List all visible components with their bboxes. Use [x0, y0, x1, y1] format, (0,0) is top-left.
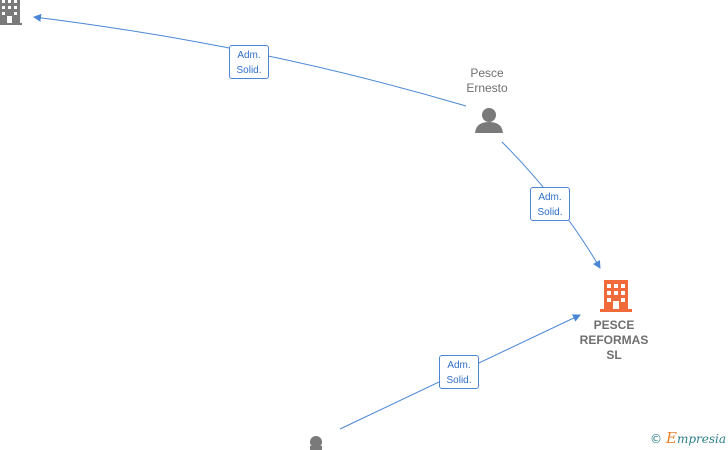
building-icon[interactable]	[0, 0, 22, 25]
building-icon[interactable]	[600, 280, 632, 312]
edge-label: Adm. Solid.	[530, 187, 570, 221]
empresia-watermark: ©Empresia	[650, 429, 726, 447]
brand-rest: mpresia	[676, 432, 726, 446]
edge-label-line-1: Adm.	[447, 360, 471, 371]
edge-label-line-1: Adm.	[237, 50, 261, 61]
brand-initial: E	[665, 429, 677, 447]
person-name-pesce-ernesto[interactable]: Pesce Ernesto	[457, 66, 517, 96]
copyright-symbol: ©	[649, 432, 662, 446]
company-name-pesce-reformas[interactable]: PESCE REFORMAS SL	[569, 318, 659, 363]
edge-label-line-2: Solid.	[537, 207, 563, 218]
company-name-line-2: REFORMAS	[579, 333, 649, 347]
person-icon[interactable]	[310, 436, 322, 450]
edge-label-line-2: Solid.	[236, 65, 262, 76]
person-icon[interactable]	[475, 108, 503, 133]
edge-label-line-1: Adm.	[538, 192, 562, 203]
edge-label: Adm. Solid.	[439, 355, 479, 389]
company-name-line-1: PESCE	[593, 318, 635, 332]
edge-label-line-2: Solid.	[446, 375, 472, 386]
company-name-line-3: SL	[606, 348, 622, 362]
edge-label: Adm. Solid.	[229, 45, 269, 79]
person-name-line-2: Ernesto	[466, 81, 508, 95]
person-name-line-1: Pesce	[470, 66, 504, 80]
